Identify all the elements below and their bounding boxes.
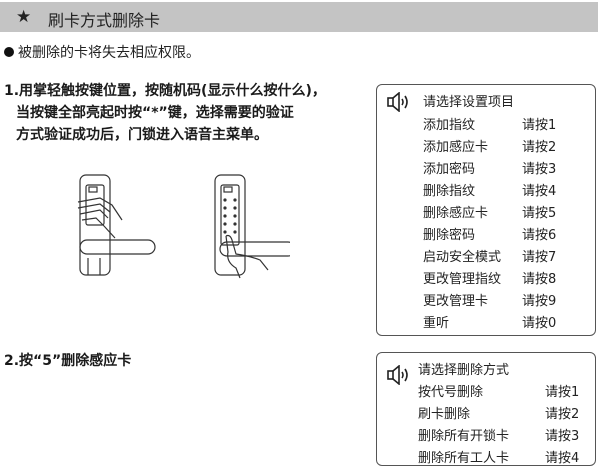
step-2-instruction: 2.按“5”删除感应卡 [4, 353, 132, 369]
step-1-line-2: 当按键全部亮起时按“*”键，选择需要的验证 [16, 105, 294, 121]
hand-palm-on-lock-icon [77, 174, 156, 276]
note-line: 被删除的卡将失去相应权限。 [4, 42, 200, 62]
menu-settings-title: 请选择设置项目 [423, 95, 515, 110]
step-1-line-1: 1.用掌轻触按键位置，按随机码(显示什么按什么)， [4, 83, 326, 99]
star-icon: ★ [16, 7, 32, 27]
step-1-instructions: 1.用掌轻触按键位置，按随机码(显示什么按什么)， 当按键全部亮起时按“*”键，… [4, 80, 374, 146]
section-title: 刷卡方式删除卡 [48, 11, 161, 30]
bullet-icon [4, 47, 14, 57]
speaker-icon [387, 92, 408, 112]
step-1-line-3: 方式验证成功后，门锁进入语音主菜单。 [16, 127, 268, 143]
speaker-icon [387, 365, 408, 385]
finger-press-keypad-icon [214, 174, 290, 279]
lock-illustration [77, 174, 290, 279]
voice-menu-settings: 请选择设置项目 添加指纹请按1 添加感应卡请按2 添加密码请按3 删除指纹请按4… [376, 84, 596, 336]
menu-delete-title: 请选择删除方式 [418, 363, 510, 378]
note-text: 被删除的卡将失去相应权限。 [18, 45, 200, 61]
voice-menu-delete: 请选择删除方式 按代号删除请按1 刷卡删除请按2 删除所有开锁卡请按3 删除所有… [376, 352, 596, 466]
section-header: ★ 刷卡方式删除卡 [0, 2, 598, 32]
